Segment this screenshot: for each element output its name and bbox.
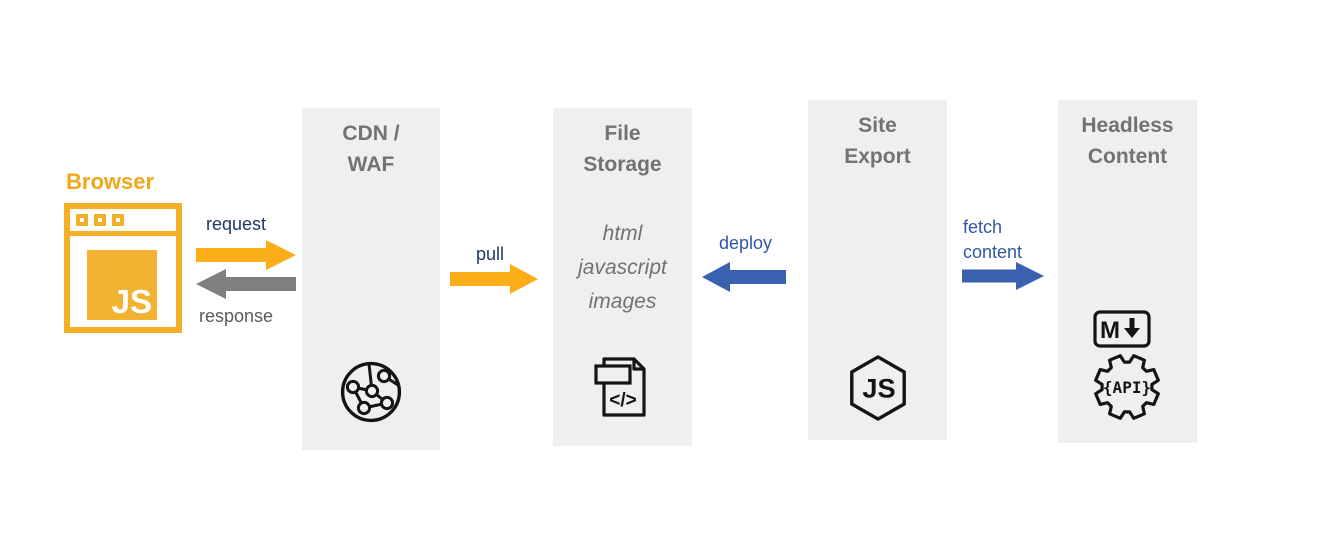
list-item: html <box>602 222 643 245</box>
column-title-line1: CDN / <box>342 122 400 145</box>
pull-arrow-icon <box>450 264 538 294</box>
file-code-icon: </> <box>594 357 646 417</box>
browser-label: Browser <box>66 169 155 194</box>
response-arrow-icon <box>196 269 296 299</box>
column-site-export: Site Export JS <box>808 100 947 440</box>
browser-titlebar <box>70 209 176 236</box>
api-gear-icon: {API} <box>1094 354 1160 420</box>
response-arrow-label: response <box>199 306 274 326</box>
request-arrow-icon <box>196 240 296 270</box>
stored-file-types-list: html javascript images <box>553 217 692 319</box>
javascript-logo-icon: JS <box>87 250 157 320</box>
titlebar-square-icon <box>76 214 88 226</box>
request-arrow-label: request <box>206 214 267 234</box>
browser-window-icon: JS <box>64 203 182 333</box>
fetch-content-arrow-label: fetch content <box>963 215 1022 265</box>
column-title: CDN / WAF <box>302 108 440 180</box>
svg-text:{API}: {API} <box>1103 378 1151 397</box>
globe-network-icon <box>340 361 402 423</box>
fetch-label-line1: fetch <box>963 217 1003 237</box>
column-file-storage: File Storage html javascript images </> <box>553 108 692 446</box>
column-title-line2: Export <box>844 145 911 168</box>
column-title: Site Export <box>808 100 947 172</box>
column-title-line1: File <box>604 122 641 145</box>
column-cdn-waf: CDN / WAF <box>302 108 440 450</box>
titlebar-square-icon <box>112 214 124 226</box>
deploy-arrow-label: deploy <box>719 233 773 253</box>
fetch-label-line2: content <box>963 242 1023 262</box>
column-title-line1: Site <box>858 114 897 137</box>
column-title-line2: WAF <box>347 153 395 176</box>
nodejs-icon: JS <box>850 355 906 421</box>
svg-text:M: M <box>1100 317 1120 344</box>
javascript-logo-text: JS <box>111 283 152 320</box>
list-item: images <box>588 290 657 313</box>
column-title-line2: Storage <box>583 153 662 176</box>
column-title-line1: Headless <box>1081 114 1174 137</box>
fetch-content-arrow-icon <box>962 262 1044 290</box>
deploy-arrow-icon <box>702 262 786 292</box>
column-headless-content: Headless Content M {API} <box>1058 100 1197 443</box>
column-title: Headless Content <box>1058 100 1197 172</box>
column-title-line2: Content <box>1087 145 1168 168</box>
svg-text:JS: JS <box>862 373 895 404</box>
titlebar-square-icon <box>94 214 106 226</box>
svg-text:</>: </> <box>609 390 636 411</box>
list-item: javascript <box>578 256 667 279</box>
markdown-icon: M <box>1093 310 1151 348</box>
column-title: File Storage <box>553 108 692 180</box>
pull-arrow-label: pull <box>476 244 505 264</box>
